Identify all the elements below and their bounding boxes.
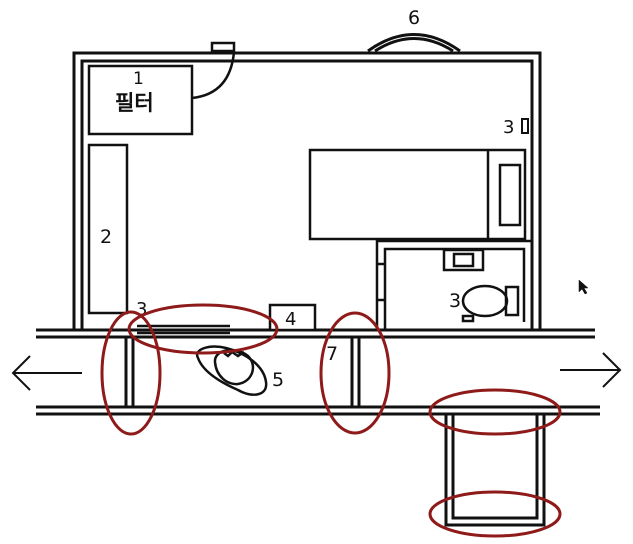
bathroom — [375, 239, 532, 330]
label-partition-7: 7 — [326, 343, 338, 365]
arrow-left-icon — [11, 355, 82, 391]
highlight-sliding-door — [127, 303, 279, 355]
room-walls — [72, 51, 542, 330]
label-filter-number: 1 — [133, 69, 144, 89]
arrow-right-icon — [560, 352, 622, 388]
highlight-ellipses — [100, 303, 562, 538]
corridor-partition-right — [350, 337, 361, 407]
corridor-bottom-wall — [36, 405, 600, 416]
wall-fixture — [521, 118, 529, 134]
door-top-left — [191, 41, 236, 100]
highlight-left-partition — [100, 310, 162, 436]
bed — [308, 148, 527, 241]
tall-cabinet — [87, 143, 129, 315]
label-window-6: 6 — [408, 7, 420, 29]
label-toilet-3: 3 — [449, 290, 461, 312]
label-filter-text: 필터 — [115, 91, 154, 115]
highlight-right-partition — [319, 311, 391, 435]
corridor-partition-left — [124, 337, 135, 407]
label-mat-5: 5 — [272, 369, 284, 391]
filter-box — [87, 64, 194, 136]
mouse-cursor-icon — [578, 279, 589, 295]
label-door-3: 3 — [136, 299, 147, 320]
label-box-4: 4 — [285, 309, 296, 330]
highlight-lower-room-top — [428, 388, 562, 436]
label-cabinet-2: 2 — [100, 226, 112, 248]
lower-room — [444, 414, 546, 527]
highlight-lower-room-bottom — [428, 490, 562, 538]
window-arc — [367, 33, 461, 53]
label-fixture-3: 3 — [503, 117, 514, 138]
